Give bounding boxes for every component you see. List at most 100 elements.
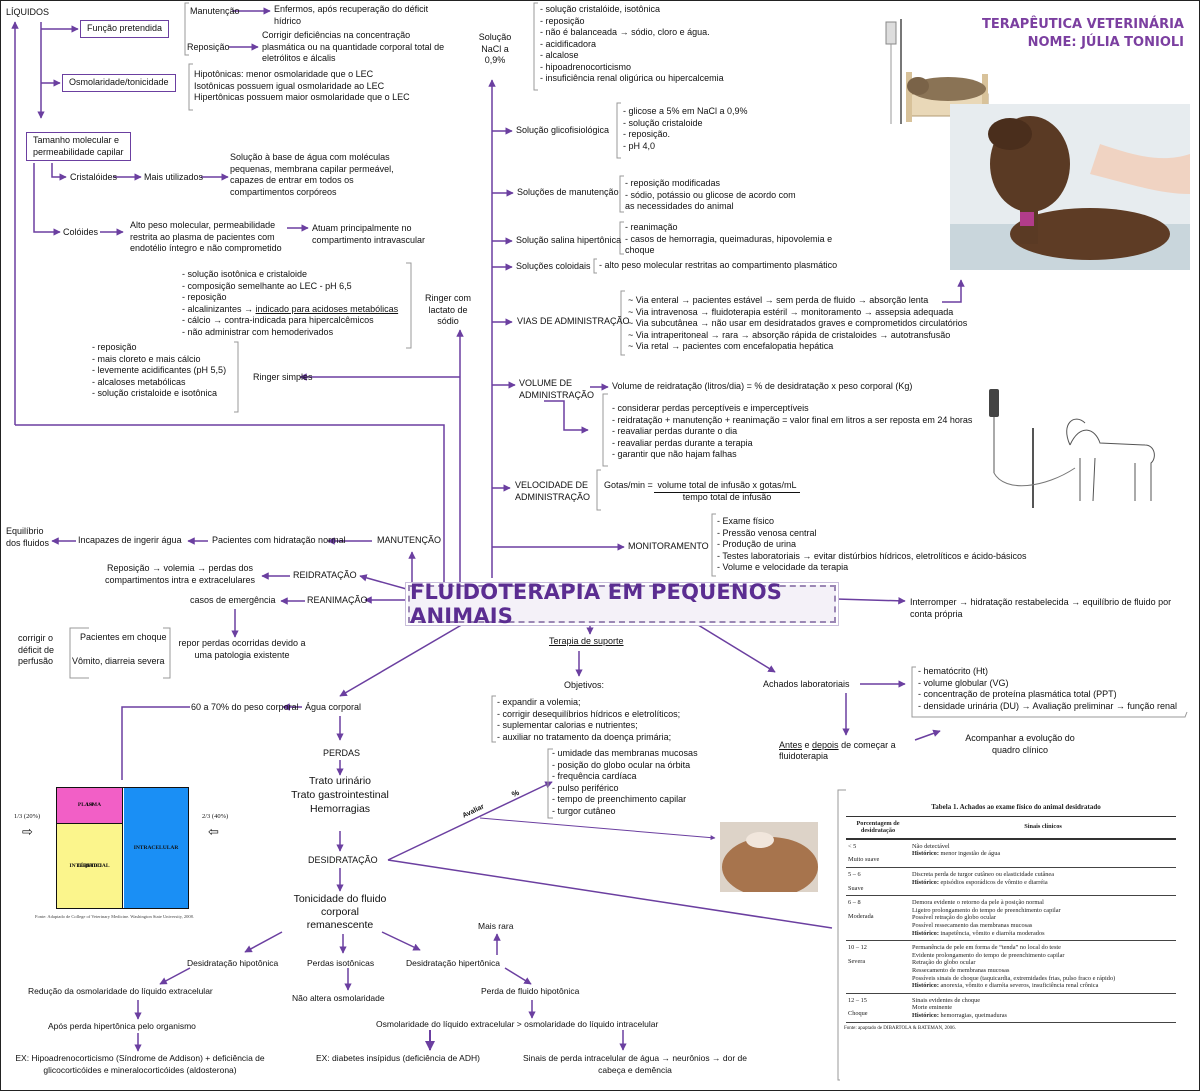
signs-cell: Discreta perda de turgor cutâneo ou elas… <box>910 867 1176 897</box>
sign-line: Morte eminente <box>912 1004 953 1012</box>
text-line: - alto peso molecular restritas ao compa… <box>599 260 838 270</box>
ringer-lactato-alcalinizantes: - alcalinizantes → indicado para acidose… <box>182 304 398 316</box>
text-line: NaCl a <box>481 43 509 54</box>
ringer-lactato-item-list-2: - cálcio → contra-indicada para hipercal… <box>182 315 398 338</box>
text-line: déficit de <box>18 644 55 655</box>
table-title: Tabela 1. Achados ao exame físico do ani… <box>931 803 1101 811</box>
sign-line: Evidente prolongamento do tempo de preen… <box>912 951 1065 959</box>
text-line: - Exame físico <box>717 516 775 526</box>
text-line: - alcaloses metabólicas <box>92 376 186 387</box>
historico-label: Histórico: <box>912 1011 939 1019</box>
text-line: - insuficiência renal oligúrica ou hiper… <box>540 73 724 83</box>
right-arrow-icon: ⇨ <box>22 824 33 839</box>
text-line: - sódio, potássio ou glicose de acordo c… <box>625 189 796 200</box>
text-line: Corrigir deficiências na concentração <box>262 30 411 40</box>
text-line: - umidade das membranas mucosas <box>552 748 698 758</box>
diagram-source: Fonte: Adaptado de College of Veterinary… <box>35 914 195 919</box>
percent-value: < 5 <box>848 842 857 850</box>
text-line: corrigir o <box>18 633 54 643</box>
text-line: Atuam principalmente no <box>312 223 412 233</box>
text-line: - corrigir desequilíbrios hídricos e ele… <box>497 708 681 719</box>
text-line: - densidade urinária (DU) → Avaliação pr… <box>918 700 1177 711</box>
percent-value: 6 – 8 <box>848 899 861 907</box>
text-line: - hipoadrenocorticismo <box>540 61 632 72</box>
text-line: Sinais de perda intracelular de água → n… <box>523 1053 747 1063</box>
salina-hipertonica-items: - reanimação- casos de hemorragia, queim… <box>625 222 832 257</box>
text-line: Hipertônicas possuem maior osmolaridade … <box>194 92 410 102</box>
salina-hipertonica-label: Solução salina hipertônica <box>516 235 622 245</box>
sign-line: Discreta perda de turgor cutâneo ou elas… <box>912 870 1055 878</box>
left-fraction: 1/3 (20%) <box>14 813 41 820</box>
text-line: - Produção de urina <box>717 539 797 549</box>
text-line: plasmática ou na quantidade corporal tot… <box>262 41 445 52</box>
text-line: INTERSTICIAL <box>69 862 110 869</box>
text-line: - Testes laboratoriais → evitar distúrbi… <box>717 550 1027 561</box>
text-line: - solução cristalóide, isotônica <box>540 4 661 14</box>
text-line: VELOCIDADE DE <box>515 480 589 490</box>
grade-value: Muito suave <box>848 856 880 864</box>
percent-cell: 10 – 12 Severa <box>846 940 910 994</box>
ringer-lactato-item-list: - solução isotônica e cristaloide- compo… <box>182 269 398 304</box>
percent-value: 12 – 15 <box>848 996 867 1004</box>
casos-emergencia: casos de emergência <box>190 595 276 605</box>
historico-label: Histórico: <box>912 929 939 937</box>
text-line: - não é balanceada → sódio, cloro e água… <box>540 27 710 37</box>
sign-line: Possíveis sinais de choque (taquicardia,… <box>912 974 1116 982</box>
velocidade-numerator: volume total de infusão x gotas/mL <box>654 480 800 493</box>
text-line: conta própria <box>910 608 963 619</box>
percent-peso: 60 a 70% do peso corporal <box>191 702 299 712</box>
text-line: - reposição <box>182 292 227 302</box>
text-line: quadro clínico <box>991 744 1049 755</box>
central-title-box: FLUIDOTERAPIA EM PEQUENOS ANIMAIS <box>408 580 836 628</box>
desidratacao-hipotonica: Desidratação hipotônica <box>187 958 279 968</box>
text-line: - concentração de proteína plasmática to… <box>918 689 1117 699</box>
perda-fluido-hipotonica: Perda de fluido hipotônica <box>481 986 580 996</box>
text-line: - cálcio → contra-indicada para hipercal… <box>182 315 374 325</box>
perdas-isotonicas: Perdas isotônicas <box>307 958 375 968</box>
dog-iv-sketch <box>985 383 1165 518</box>
text-line: Solução à base de água com moléculas <box>230 152 390 162</box>
text-line: - casos de hemorragia, queimaduras, hipo… <box>625 233 833 244</box>
percent-value: 10 – 12 <box>848 944 867 952</box>
historico-line: Histórico: hemorragias, queimaduras <box>912 1012 1174 1020</box>
text-line: cabeça e demência <box>598 1064 672 1075</box>
historico-value: menor ingestão de água <box>940 850 1001 858</box>
mais-utilizados-label: Mais utilizados <box>144 172 204 182</box>
grade-value: Severa <box>848 957 866 965</box>
author-name: NOME: JÚLIA TONIOLI <box>1027 35 1184 50</box>
text-line: uma patologia existente <box>194 649 290 660</box>
coloides-label: Colóides <box>63 227 99 237</box>
funcao-pretendida-node: Função pretendida <box>80 20 170 38</box>
central-title: FLUIDOTERAPIA EM PEQUENOS ANIMAIS <box>410 580 783 628</box>
percent-value: 5 – 6 <box>848 870 861 878</box>
percent-cell: 5 – 6 Suave <box>846 867 910 897</box>
vias-items: ~ Via enteral → pacientes estável → sem … <box>628 295 967 353</box>
coloidais-items: - alto peso molecular restritas ao compa… <box>599 260 837 272</box>
text-line: pequenas, membrana capilar permeável, <box>230 163 394 174</box>
text-line: 1/4 <box>85 802 94 808</box>
text-line: ~ Via intravenosa → fluidoterapia estéri… <box>628 306 954 317</box>
osmolaridade-comparacao: Osmolaridade do líquido extracelular > o… <box>376 1019 659 1029</box>
text-line: Interromper → hidratação restabelecida →… <box>910 597 1172 607</box>
monitoramento-label: MONITORAMENTO <box>628 541 709 551</box>
text-line: PLASMA <box>77 802 102 808</box>
cristaloides-label: Cristalóides <box>70 172 118 182</box>
text-line: perfusão <box>18 656 54 666</box>
text-line: - solução cristaloide e isotônica <box>92 388 218 398</box>
text-line: Acompanhar a evolução do <box>965 733 1075 743</box>
historico-value: episódios esporádicos de vômito e diarré… <box>940 878 1048 886</box>
grade-value: Suave <box>848 884 864 892</box>
mais-rara: Mais rara <box>478 921 514 931</box>
terapia-suporte: Terapia de suporte <box>549 636 624 646</box>
